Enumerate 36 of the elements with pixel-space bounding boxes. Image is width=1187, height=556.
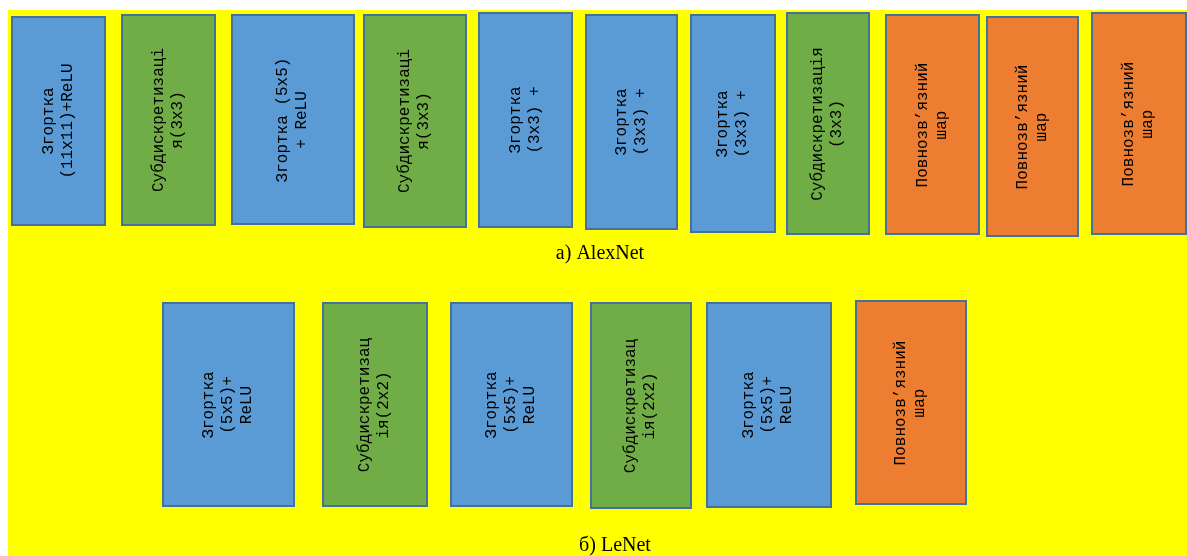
layer-label: Повнозв’язний шар: [913, 61, 952, 189]
layer-label: Повнозв’язний шар: [891, 339, 930, 467]
dense-layer-box: [1091, 12, 1187, 235]
convolution-layer-box: [585, 14, 678, 230]
layer-label: Субдискретизац ія(2x2): [355, 336, 394, 474]
layer-label: Субдискретизаці я(3x3): [395, 48, 434, 195]
layer-label: Згортка (5x5)+ ReLU: [740, 370, 798, 441]
pooling-layer-box: [121, 14, 216, 226]
dense-layer-box: [986, 16, 1079, 237]
convolution-layer-box: [450, 302, 573, 507]
layer-label: Субдискретизаці я(3x3): [149, 47, 188, 194]
layer-label: Згортка (5x5) + ReLU: [273, 56, 312, 184]
subfigure-caption: б) LeNet: [579, 532, 651, 556]
layer-label: Згортка (5x5)+ ReLU: [482, 369, 541, 441]
convolution-layer-box: [706, 302, 832, 508]
layer-label: Згортка (3x3) +: [713, 88, 752, 160]
layer-label: Згортка (5x5)+ ReLU: [199, 369, 258, 441]
layer-label: Субдискретизація (3x3): [808, 45, 847, 203]
pooling-layer-box: [322, 302, 428, 507]
layer-label: Згортка (11x11)+ReLU: [39, 62, 78, 181]
layer-label: Повнозв’язний шар: [1119, 60, 1158, 188]
pooling-layer-box: [786, 12, 870, 235]
layer-label: Згортка (3x3) +: [612, 87, 651, 158]
convolution-layer-box: [478, 12, 573, 228]
convolution-layer-box: [162, 302, 295, 507]
convolution-layer-box: [231, 14, 355, 225]
convolution-layer-box: [11, 16, 106, 226]
convolution-layer-box: [690, 14, 776, 233]
layer-label: Згортка (3x3) +: [506, 85, 545, 156]
subfigure-caption: а) AlexNet: [555, 240, 645, 264]
pooling-layer-box: [590, 302, 692, 509]
dense-layer-box: [885, 14, 980, 235]
layer-label: Повнозв’язний шар: [1013, 63, 1052, 191]
dense-layer-box: [855, 300, 967, 505]
pooling-layer-box: [363, 14, 467, 228]
layer-label: Субдискретизац ія(2x2): [621, 337, 660, 475]
